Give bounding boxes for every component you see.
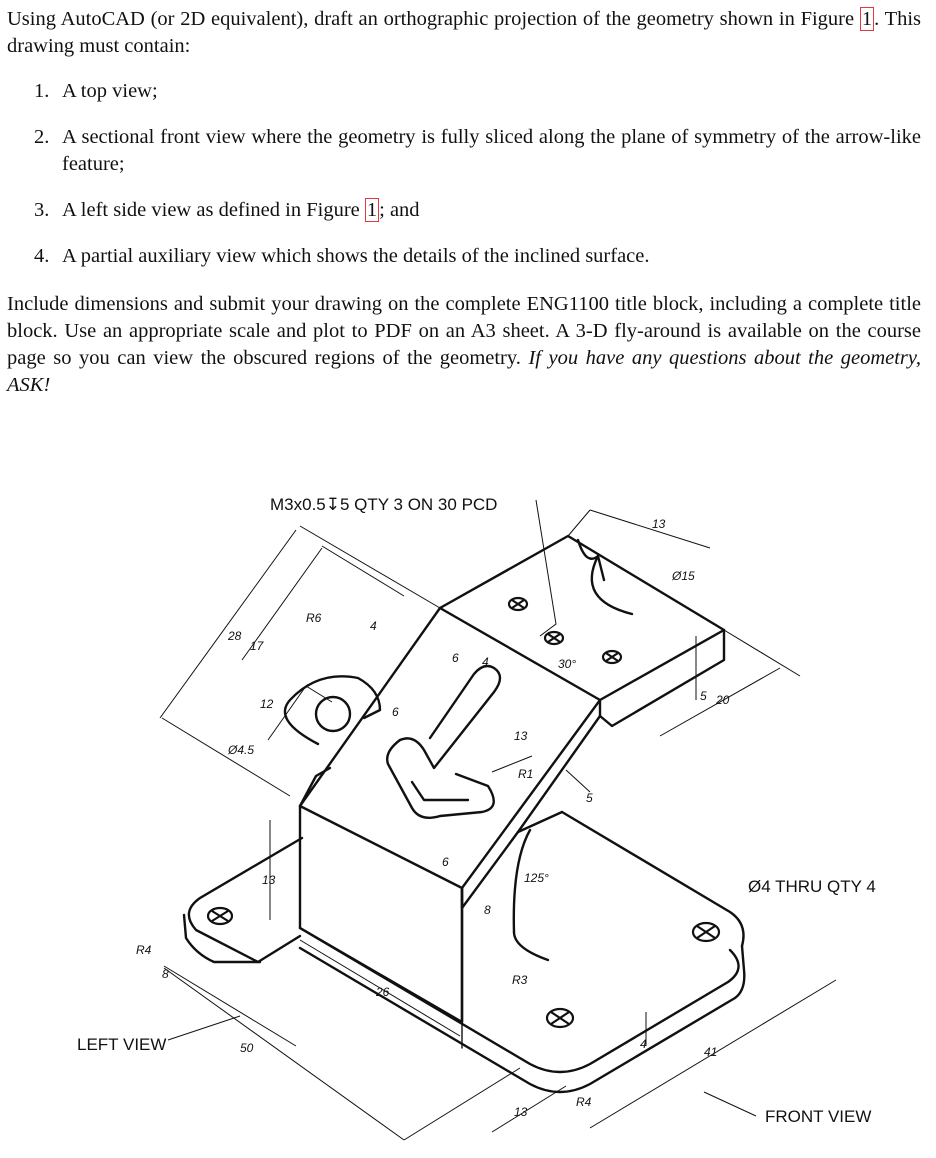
dim-28: 28 [227, 629, 242, 643]
dim-26: 26 [375, 985, 390, 999]
list-item: 3. A left side view as defined in Figure… [7, 197, 921, 224]
dim-12: 12 [260, 697, 274, 711]
dim-13-top: 13 [652, 517, 666, 531]
list-item-text: A left side view as defined in Figure [62, 199, 365, 221]
requirements-list: 1. A top view; 2. A sectional front view… [7, 78, 921, 289]
dim-4-a: 4 [370, 619, 377, 633]
instructions-text: Include dimensions and submit your drawi… [7, 293, 921, 369]
dim-50: 50 [240, 1041, 254, 1055]
callout-labels: M3x0.5↧5 QTY 3 ON 30 PCD Ø4 THRU QTY 4 L… [77, 495, 876, 1126]
dim-13-bottom: 13 [514, 1105, 528, 1119]
intro-text: Using AutoCAD (or 2D equivalent), draft … [7, 8, 860, 30]
dim-r3: R3 [512, 973, 528, 987]
intro-text-end: . This drawing must contain: [7, 8, 922, 57]
dim-8-a: 8 [484, 903, 491, 917]
list-item-text: A top view; [62, 80, 158, 102]
dimension-lines [159, 499, 837, 1141]
hole-icon [206, 906, 234, 926]
intro-paragraph: Using AutoCAD (or 2D equivalent), draft … [7, 6, 921, 60]
list-item-text: A sectional front view where the geometr… [62, 126, 921, 175]
list-number: 4. [34, 245, 50, 267]
dim-6-c: 6 [442, 855, 449, 869]
isometric-drawing-svg: M3x0.5↧5 QTY 3 ON 30 PCD Ø4 THRU QTY 4 L… [77, 495, 876, 1141]
dim-13-side: 13 [262, 873, 276, 887]
list-number: 2. [34, 126, 50, 148]
dim-5-step: 5 [700, 689, 707, 703]
dim-dia-4-5: Ø4.5 [227, 743, 254, 757]
dim-6-b: 6 [452, 651, 459, 665]
hole-icon [507, 596, 529, 612]
hole-icon [543, 630, 565, 646]
dim-4-b: 4 [482, 655, 489, 669]
part-outline [182, 534, 746, 1094]
front-view-label: FRONT VIEW [765, 1107, 871, 1126]
dim-17: 17 [250, 639, 265, 653]
hole-icon [545, 1007, 575, 1029]
dim-41: 41 [704, 1045, 717, 1059]
left-view-label: LEFT VIEW [77, 1035, 166, 1054]
list-item: 2. A sectional front view where the geom… [7, 124, 921, 178]
dim-13-slot: 13 [514, 729, 528, 743]
hole-icon [691, 921, 721, 943]
instructions-paragraph: Include dimensions and submit your drawi… [7, 291, 921, 399]
list-item: 1. A top view; [7, 78, 921, 105]
dim-20: 20 [715, 693, 730, 707]
dim-5-thick: 5 [586, 791, 593, 805]
dim-8-left: 8 [162, 967, 169, 981]
list-item: 4. A partial auxiliary view which shows … [7, 243, 921, 270]
dim-4-base: 4 [640, 1037, 647, 1051]
dim-dia-15: Ø15 [671, 569, 695, 583]
dim-r6: R6 [306, 611, 322, 625]
dim-r4-bottom: R4 [576, 1095, 592, 1109]
list-item-text-end: ; and [379, 199, 420, 221]
list-number: 1. [34, 80, 50, 102]
hole-symbols [206, 596, 721, 1029]
isometric-drawing: M3x0.5↧5 QTY 3 ON 30 PCD Ø4 THRU QTY 4 L… [0, 470, 936, 1158]
dim-r1: R1 [518, 767, 533, 781]
tapped-hole-callout: M3x0.5↧5 QTY 3 ON 30 PCD [270, 495, 497, 514]
thru-holes-callout: Ø4 THRU QTY 4 [748, 877, 876, 896]
list-item-text: A partial auxiliary view which shows the… [62, 245, 650, 267]
instructions-emphasis: If you have any questions about the geom… [7, 347, 922, 396]
dim-6-a: 6 [392, 705, 399, 719]
dim-125-deg: 125° [524, 871, 549, 885]
figure-reference-link[interactable]: 1 [859, 7, 875, 31]
dim-30-deg: 30° [558, 657, 576, 671]
dimension-text: 13 Ø15 5 20 28 17 12 R6 4 6 4 6 Ø4.5 13 … [136, 517, 730, 1119]
figure-reference-link[interactable]: 1 [364, 198, 380, 222]
hole-icon [601, 649, 623, 665]
list-number: 3. [34, 199, 50, 221]
dim-r4-left: R4 [136, 943, 152, 957]
